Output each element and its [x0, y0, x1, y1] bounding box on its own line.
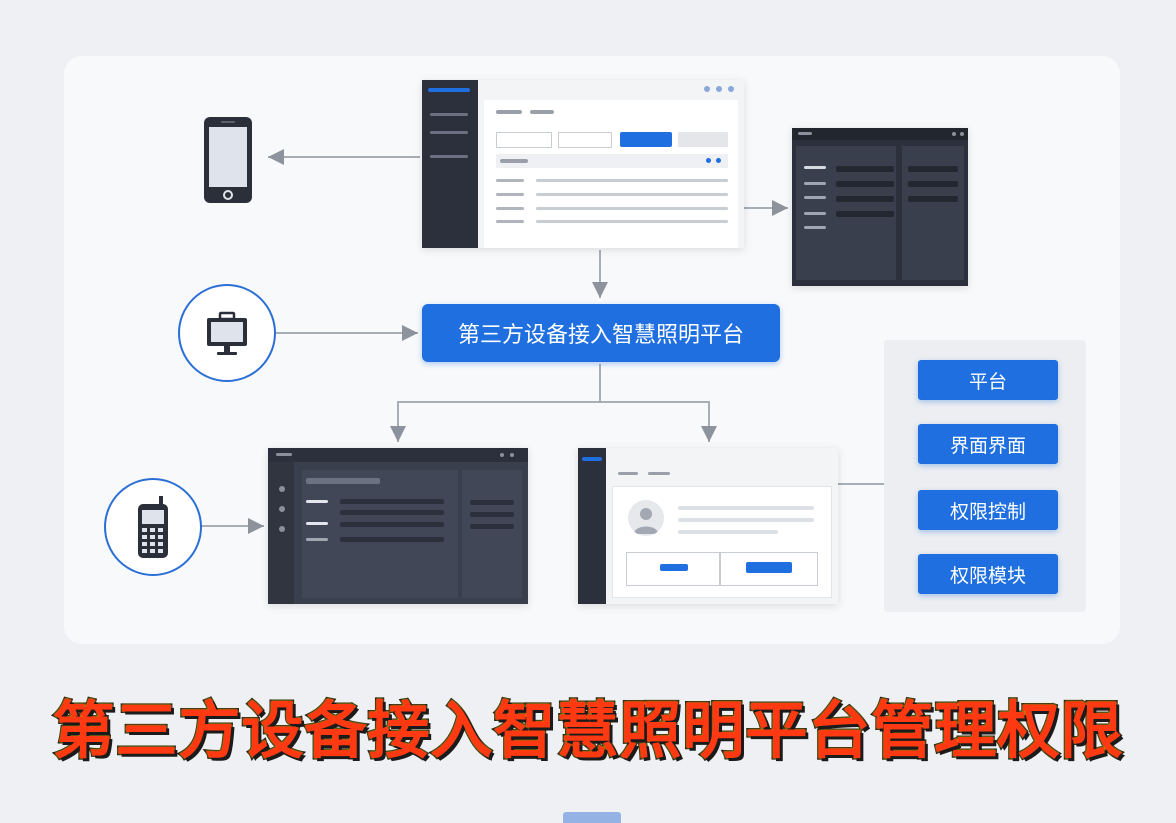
dark-panel-mockup	[792, 128, 968, 286]
mockup-sidebar	[422, 80, 478, 248]
mockup-confirm-button	[746, 562, 792, 573]
side-node-permission-module: 权限模块	[918, 554, 1058, 594]
bottom-decoration	[563, 812, 621, 823]
side-node-permission-control: 权限控制	[918, 490, 1058, 530]
mockup-search-button	[620, 132, 672, 147]
mockup-cancel-button	[660, 564, 688, 571]
feature-phone-icon	[104, 478, 202, 576]
arrow-to-left-panel	[390, 364, 601, 442]
side-node-platform: 平台	[918, 360, 1058, 400]
monitor-briefcase-icon	[178, 284, 276, 382]
bottom-left-dark-mockup	[268, 448, 528, 604]
profile-mockup	[578, 448, 838, 604]
banner-title: 第三方设备接入智慧照明平台管理权限	[51, 693, 1124, 769]
avatar-icon	[628, 500, 664, 536]
top-browser-mockup	[422, 80, 744, 248]
center-node: 第三方设备接入智慧照明平台	[422, 304, 780, 362]
arrow-to-right-panel	[600, 401, 717, 442]
side-node-interface: 界面界面	[918, 424, 1058, 464]
smartphone-icon	[202, 115, 254, 205]
